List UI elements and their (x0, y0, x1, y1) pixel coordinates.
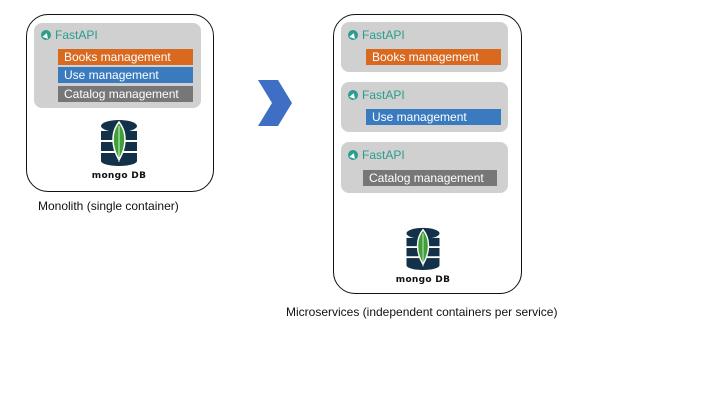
micro-fastapi-header-3: FastAPI (348, 148, 405, 162)
fastapi-logo-icon (348, 30, 358, 40)
fastapi-label: FastAPI (362, 28, 405, 42)
fastapi-logo-icon (41, 30, 51, 40)
monolith-mongodb: mongo DB (89, 118, 149, 181)
mongodb-database-icon (406, 227, 440, 270)
mongodb-label: mongo DB (91, 171, 147, 181)
fastapi-label: FastAPI (55, 28, 98, 42)
monolith-catalog-management: Catalog management (58, 86, 193, 102)
monolith-fastapi-header: FastAPI (41, 28, 98, 42)
chevron-right-arrow-icon (258, 80, 292, 126)
micro-fastapi-header-2: FastAPI (348, 88, 405, 102)
monolith-use-management: Use management (58, 67, 193, 83)
mongodb-label: mongo DB (395, 275, 451, 285)
micro-use-management: Use management (366, 109, 501, 125)
fastapi-label: FastAPI (362, 148, 405, 162)
mongodb-database-icon (101, 120, 137, 166)
micro-mongodb: mongo DB (393, 226, 453, 285)
fastapi-logo-icon (348, 150, 358, 160)
fastapi-logo-icon (348, 90, 358, 100)
microservices-caption: Microservices (independent containers pe… (286, 305, 558, 319)
micro-fastapi-header-1: FastAPI (348, 28, 405, 42)
monolith-caption: Monolith (single container) (38, 199, 179, 213)
micro-catalog-management: Catalog management (363, 170, 497, 186)
fastapi-label: FastAPI (362, 88, 405, 102)
monolith-books-management: Books management (58, 49, 193, 65)
micro-books-management: Books management (366, 49, 501, 65)
